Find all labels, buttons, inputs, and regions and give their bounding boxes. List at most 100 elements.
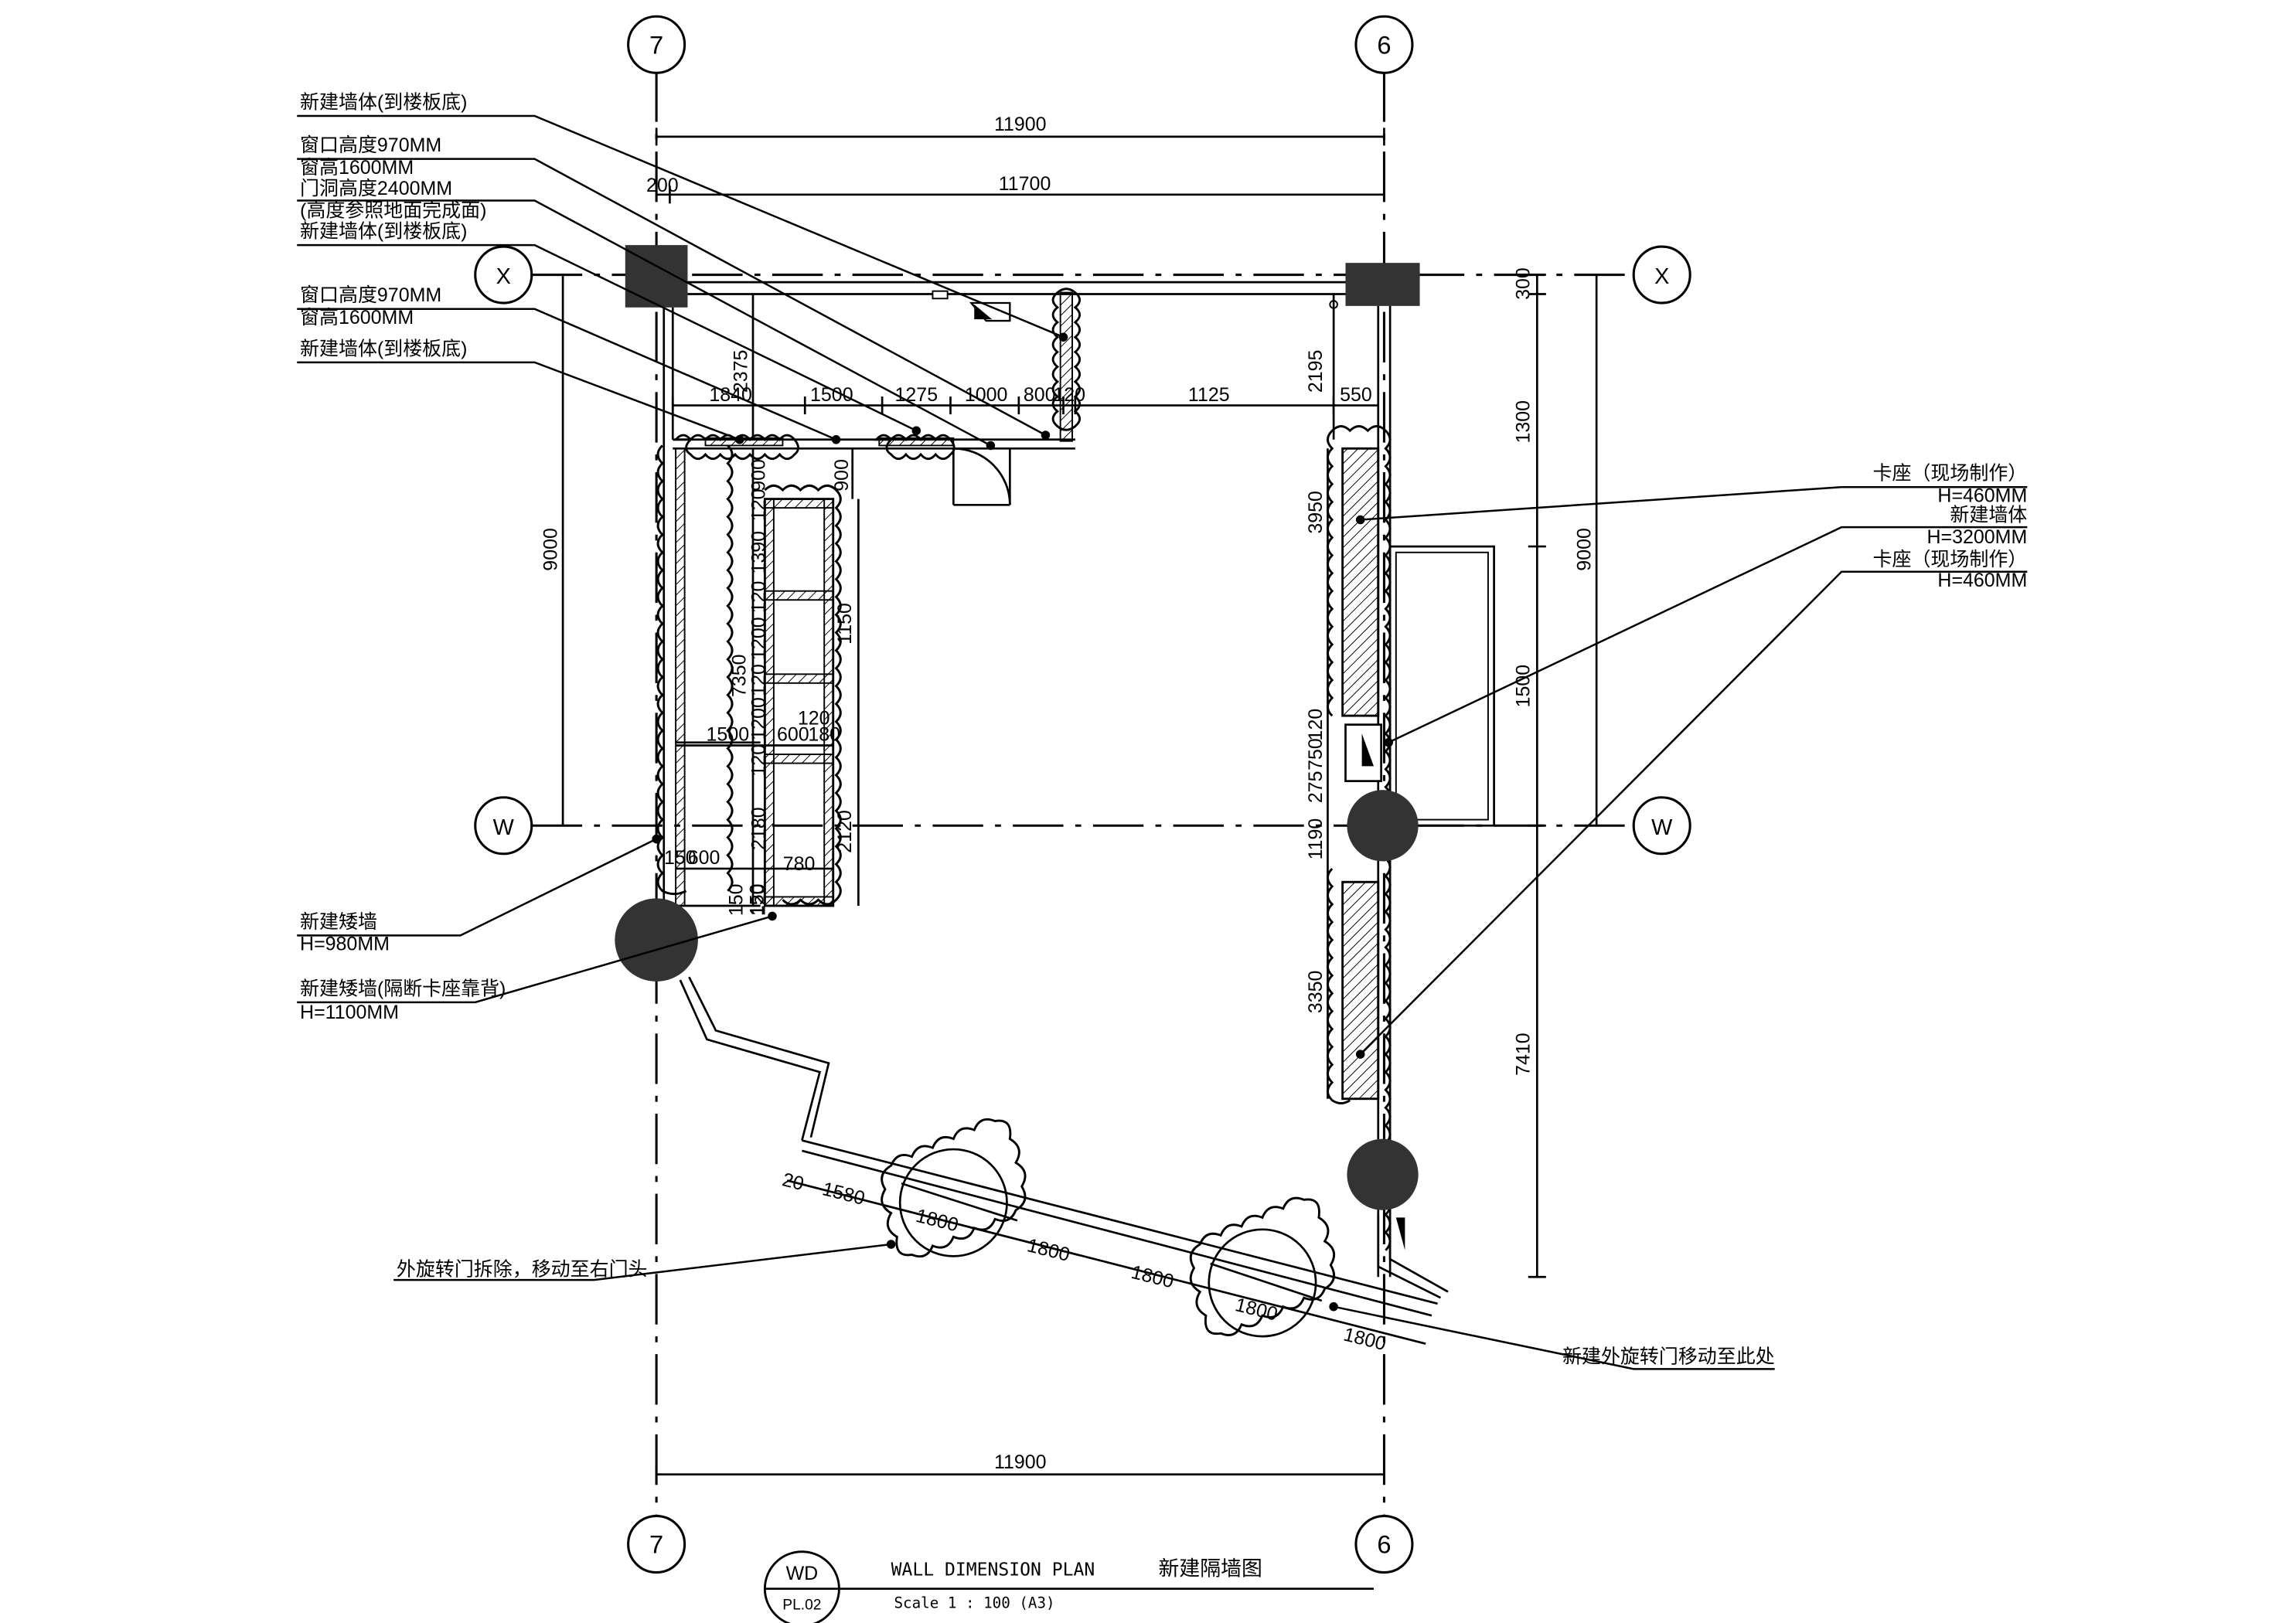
round-column-left: [615, 898, 698, 982]
booth-right-lower: [1341, 880, 1380, 1101]
svg-text:11900: 11900: [994, 1451, 1047, 1473]
revision-cloud-top: [673, 434, 800, 461]
svg-text:300: 300: [1513, 267, 1535, 300]
exterior-wall-x: [687, 281, 1346, 322]
booth-block-left: [763, 498, 835, 907]
axis-bubble-w-right: W: [1632, 796, 1691, 856]
dimension-slanted: 1580 1800 1800 1800 1800 1800 20: [780, 1169, 1426, 1355]
dimension-right-chain: 300 1300 1500 7410: [1513, 267, 1546, 1278]
axis-bubble-7-top: 7: [627, 15, 686, 74]
svg-text:150: 150: [726, 883, 748, 916]
svg-text:11900: 11900: [994, 114, 1047, 135]
svg-text:1500: 1500: [1513, 665, 1535, 708]
note-window-height-2: 窗口高度970MM: [300, 284, 441, 306]
svg-text:W: W: [493, 815, 515, 840]
svg-text:1580: 1580: [820, 1178, 867, 1210]
title-english: WALL DIMENSION PLAN: [891, 1560, 1095, 1580]
svg-text:150: 150: [664, 847, 697, 869]
svg-text:180: 180: [808, 724, 840, 746]
svg-text:11700: 11700: [999, 173, 1051, 195]
svg-text:7: 7: [649, 30, 663, 59]
column-x6: [1345, 263, 1420, 306]
svg-text:6: 6: [1377, 1530, 1391, 1559]
new-wall-right: [1344, 545, 1495, 827]
note-revolving-door-right: 新建外旋转门移动至此处: [1562, 1346, 1775, 1368]
dimension-row-top: 1840 1500 1275 1000 800 120 1125 550: [671, 384, 1378, 415]
svg-text:275: 275: [1305, 771, 1327, 803]
svg-text:3950: 3950: [1305, 491, 1327, 534]
svg-text:2195: 2195: [1305, 350, 1327, 393]
svg-text:1390: 1390: [748, 531, 769, 574]
revision-cloud-left: [656, 444, 687, 896]
note-wall-2: 新建墙体(到楼板底): [300, 221, 467, 243]
dimension-vertical-2195: 2195: [1305, 294, 1335, 440]
note-wall-1: 新建墙体(到楼板底): [300, 91, 467, 113]
svg-text:X: X: [1654, 264, 1669, 289]
note-new-wall-height: H=3200MM: [1927, 526, 2028, 548]
leaders-right: [1329, 485, 2028, 1370]
svg-text:7: 7: [649, 1530, 663, 1559]
notes-right: 卡座（现场制作） H=460MM 新建墙体 H=3200MM 卡座（现场制作） …: [1562, 463, 2027, 1368]
svg-text:120: 120: [748, 744, 769, 777]
svg-text:1200: 1200: [748, 697, 769, 740]
note-door-height: 门洞高度2400MM: [300, 178, 452, 199]
note-low-wall-booth-height: H=1100MM: [300, 1002, 399, 1023]
note-booth-2: 卡座（现场制作）: [1873, 549, 2028, 570]
svg-text:800: 800: [1024, 384, 1056, 406]
svg-text:600: 600: [777, 724, 809, 746]
svg-text:900: 900: [831, 459, 853, 492]
svg-text:2180: 2180: [748, 807, 769, 850]
scale-note: Scale 1 : 100 (A3): [894, 1594, 1054, 1612]
revision-cloud-top-mid: [874, 434, 956, 461]
round-column-w6: [1347, 790, 1419, 862]
dimension-left-9000: 9000: [540, 274, 564, 826]
svg-text:750: 750: [1305, 738, 1327, 771]
notes-left: 新建墙体(到楼板底) 窗口高度970MM 窗高1600MM 门洞高度2400MM…: [300, 91, 647, 1280]
revision-cloud-door-left: [881, 1118, 1027, 1258]
svg-text:2375: 2375: [730, 350, 751, 393]
svg-text:120: 120: [748, 581, 769, 614]
svg-text:1150: 1150: [834, 603, 856, 645]
note-low-wall-height: H=980MM: [300, 934, 390, 955]
round-column-lower-right: [1347, 1138, 1419, 1210]
revision-cloud-left-inner: [726, 444, 734, 892]
svg-text:120: 120: [798, 708, 830, 730]
note-booth-1-height: H=460MM: [1937, 485, 2027, 506]
svg-text:7350: 7350: [728, 654, 750, 697]
svg-text:1300: 1300: [1513, 400, 1535, 444]
svg-text:1500: 1500: [810, 384, 853, 406]
svg-text:120: 120: [748, 664, 769, 696]
dimension-right-booths: 1150 2120 900: [831, 448, 860, 906]
svg-text:1125: 1125: [1188, 384, 1230, 406]
axis-bubble-x-left: X: [474, 245, 533, 305]
svg-text:1800: 1800: [1129, 1261, 1176, 1293]
svg-text:1190: 1190: [1305, 818, 1327, 860]
axis-bubble-6-bottom: 6: [1354, 1515, 1414, 1574]
low-wall-left: [675, 447, 761, 907]
svg-text:3350: 3350: [1305, 971, 1327, 1014]
svg-text:1800: 1800: [1233, 1294, 1280, 1325]
svg-text:600: 600: [688, 847, 720, 869]
note-booth-1: 卡座（现场制作）: [1873, 463, 2028, 485]
note-wall-3: 新建墙体(到楼板底): [300, 338, 467, 359]
svg-text:7410: 7410: [1513, 1033, 1535, 1076]
svg-text:W: W: [1651, 815, 1673, 840]
exterior-wall-7: [663, 307, 674, 906]
svg-text:550: 550: [1340, 384, 1372, 406]
sheet-number: PL.02: [782, 1597, 821, 1614]
axis-bubble-6-top: 6: [1354, 15, 1414, 74]
svg-text:1800: 1800: [1341, 1324, 1388, 1356]
facade-slanted: [679, 976, 1449, 1338]
note-revolving-door-left: 外旋转门拆除，移动至右门头: [397, 1258, 648, 1280]
svg-text:900: 900: [748, 459, 769, 492]
note-height-reference: (高度参照地面完成面): [300, 200, 486, 222]
svg-text:20: 20: [780, 1169, 806, 1195]
svg-text:200: 200: [646, 175, 679, 196]
svg-text:1275: 1275: [895, 384, 938, 406]
dimension-booth-horizontal: 1500 600 180 120 150 600 780 150 150: [664, 708, 840, 917]
axis-bubble-x-right: X: [1632, 245, 1691, 305]
svg-text:2120: 2120: [834, 810, 856, 853]
svg-text:780: 780: [783, 853, 816, 875]
dimension-right-booth-chain: 3950 120 750 275 1190 3350: [1305, 448, 1329, 1099]
